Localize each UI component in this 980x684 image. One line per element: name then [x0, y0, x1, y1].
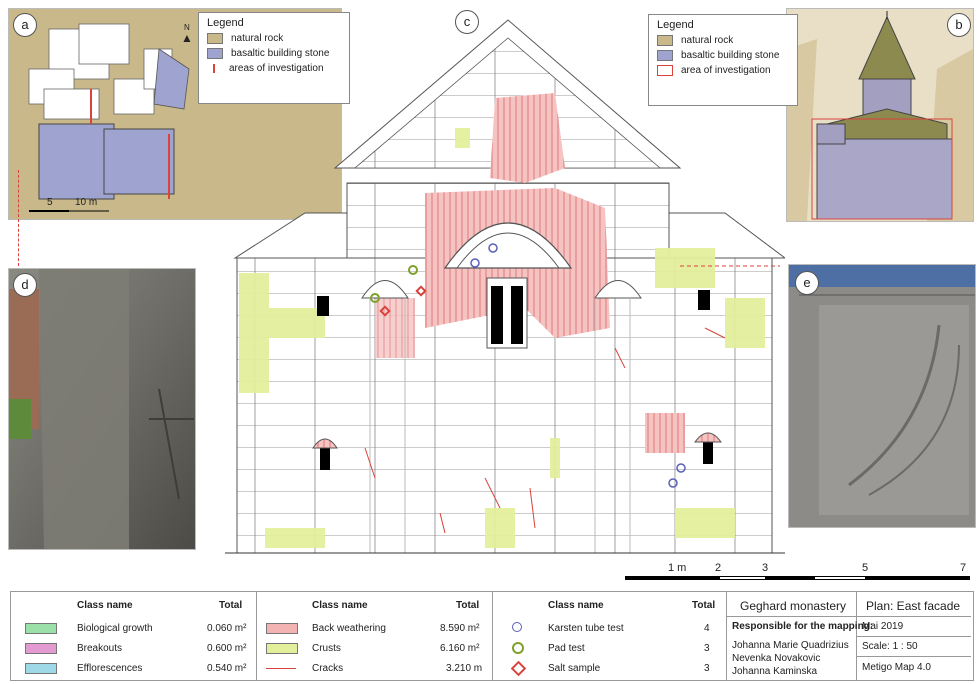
class-group-1: Class name Total Biological growth 0.060… [11, 592, 257, 680]
class-total: 3 [704, 643, 710, 654]
north-arrow-icon: N▲ [181, 23, 193, 45]
swatch-efflorescences [25, 663, 57, 674]
mapping-scale: Scale: 1 : 50 [862, 641, 918, 652]
link-a-to-d [18, 170, 19, 266]
legend-b-title: Legend [657, 19, 694, 31]
badge-c: c [455, 10, 479, 34]
person-name: Nevenka Novakovic [732, 653, 821, 664]
legend-a-label: natural rock [231, 33, 284, 44]
class-total: 0.540 m² [207, 663, 247, 674]
legend-b-label: area of investigation [681, 65, 771, 76]
relief-photo [789, 265, 975, 527]
badge-a: a [13, 13, 37, 37]
legend-b-label: basaltic building stone [681, 50, 780, 61]
scale-label: 5 [862, 562, 869, 574]
class-name: Karsten tube test [548, 623, 624, 634]
responsible-label: Responsible for the mapping: [732, 621, 874, 632]
legend-b-item: natural rock [657, 35, 789, 46]
class-total: 3.210 m [446, 663, 483, 674]
class-group-2: Class name Total Back weathering 8.590 m… [256, 592, 493, 680]
legend-a-title: Legend [207, 17, 244, 29]
class-name: Pad test [548, 643, 585, 654]
pad-test-icon [512, 642, 524, 654]
class-name: Breakouts [77, 643, 123, 654]
panel-d-photo-wall: d [8, 268, 196, 550]
scale-bar [625, 576, 970, 580]
swatch-cracks [266, 668, 296, 669]
wall-photo [9, 269, 195, 549]
header-class: Class name [312, 600, 368, 611]
mapping-date: Mai 2019 [862, 621, 904, 632]
facade-drawing [225, 19, 785, 554]
legend-a-label: areas of investigation [229, 63, 324, 74]
panel-e-photo-relief: e [788, 264, 976, 528]
legend-a-label: basaltic building stone [231, 48, 330, 59]
class-total: 4 [704, 623, 710, 634]
plan-name: Plan: East facade [866, 599, 961, 613]
class-total: 8.590 m² [440, 623, 480, 634]
north-label: N [184, 23, 190, 32]
class-name: Biological growth [77, 623, 153, 634]
person-name: Johanna Marie Quadrizius [732, 640, 849, 651]
scale-label-10m: 10 m [75, 197, 98, 208]
class-total: 0.600 m² [207, 643, 247, 654]
person-name: Johanna Kaminska [732, 666, 818, 677]
header-total: Total [219, 600, 243, 611]
swatch-breakouts [25, 643, 57, 654]
legend-a-item: natural rock [207, 33, 341, 44]
legend-b: Legend natural rock basaltic building st… [648, 14, 798, 106]
class-total: 3 [704, 663, 710, 674]
badge-b: b [947, 13, 971, 37]
header-class: Class name [77, 600, 133, 611]
class-name: Crusts [312, 643, 341, 654]
scale-label: 1 m [668, 562, 687, 574]
panel-b-church-elevation: b [786, 8, 974, 222]
class-total: 0.060 m² [207, 623, 247, 634]
swatch-back-weathering [266, 623, 298, 634]
class-table: Class name Total Biological growth 0.060… [10, 591, 974, 681]
site-name: Geghard monastery [740, 599, 847, 613]
scale-label: 2 [715, 562, 722, 574]
class-total: 6.160 m² [440, 643, 480, 654]
scale-label-5: 5 [47, 197, 53, 208]
class-group-3: Class name Total Karsten tube test 4 Pad… [492, 592, 727, 680]
karsten-tube-icon [512, 622, 522, 632]
class-name: Cracks [312, 663, 344, 674]
legend-b-label: natural rock [681, 35, 734, 46]
legend-a: Legend natural rock basaltic building st… [198, 12, 350, 104]
class-name: Salt sample [548, 663, 601, 674]
header-total: Total [692, 600, 716, 611]
church-elevation-drawing [787, 9, 973, 221]
legend-a-item: basaltic building stone [207, 48, 341, 59]
legend-b-item: basaltic building stone [657, 50, 789, 61]
legend-b-item: area of investigation [657, 65, 789, 76]
salt-sample-icon [510, 660, 527, 677]
swatch-crusts [266, 643, 298, 654]
legend-a-item: areas of investigation [207, 63, 341, 74]
class-name: Back weathering [312, 623, 386, 634]
swatch-biological-growth [25, 623, 57, 634]
header-class: Class name [548, 600, 604, 611]
badge-d: d [13, 273, 37, 297]
badge-e: e [795, 271, 819, 295]
mapping-software: Metigo Map 4.0 [862, 662, 931, 673]
scale-label: 7 [960, 562, 967, 574]
class-name: Efflorescences [77, 663, 143, 674]
header-total: Total [456, 600, 480, 611]
info-block: Geghard monastery Plan: East facade Resp… [726, 592, 971, 680]
panel-c-facade-mapping: c [225, 8, 785, 560]
scale-label: 3 [762, 562, 769, 574]
